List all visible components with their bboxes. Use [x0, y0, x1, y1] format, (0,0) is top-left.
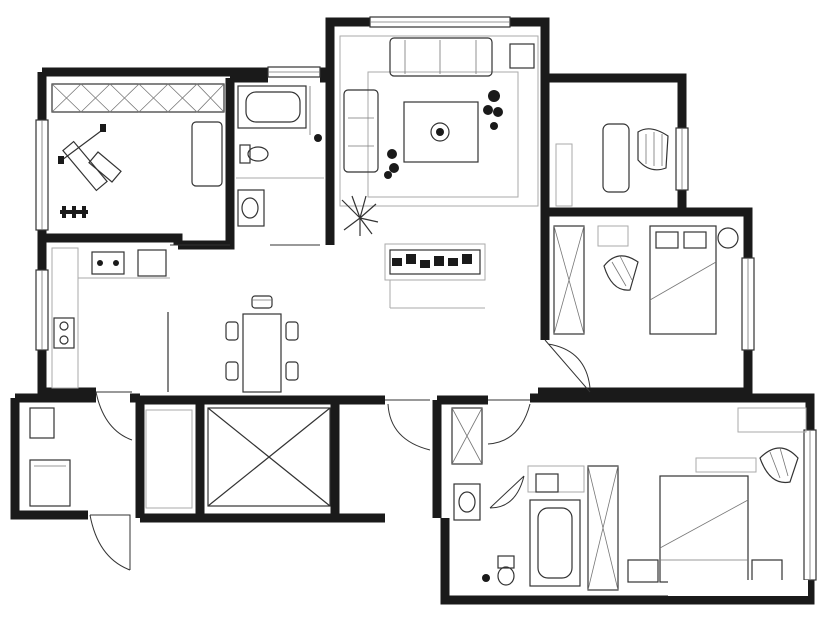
sink-icon [453, 483, 481, 521]
elevator-shaft [145, 407, 331, 509]
nightstand-icon [751, 559, 783, 583]
dryer-icon [29, 459, 71, 507]
living-room [339, 35, 539, 309]
sink-icon [237, 189, 265, 227]
sink-icon [53, 317, 75, 349]
gym-room [51, 83, 225, 218]
dining-table-icon [225, 295, 299, 393]
windows [35, 16, 817, 581]
bed-icon [649, 225, 717, 335]
chair-icon [637, 128, 669, 171]
dumbbell-icon [60, 206, 88, 218]
chair-icon [759, 447, 799, 484]
chair-icon [603, 255, 639, 291]
doors [89, 244, 591, 571]
bathroom-2 [451, 407, 619, 591]
nightstand-icon [627, 559, 659, 583]
washing-machine-icon [29, 407, 55, 439]
kitchen-dining [51, 247, 299, 393]
side-table-icon [509, 43, 535, 69]
mat-icon [191, 121, 223, 187]
bedroom-2 [553, 225, 739, 335]
bathtub-icon [529, 499, 581, 587]
bathroom-1 [236, 85, 324, 227]
study [555, 123, 669, 207]
barbell-bench-icon [58, 124, 122, 192]
bathtub-icon [237, 85, 307, 129]
bed-icon [659, 475, 749, 583]
master-bedroom [627, 407, 808, 596]
toilet-icon [239, 144, 269, 164]
plant-icon [384, 90, 503, 179]
toilet-icon [497, 555, 515, 586]
fridge-icon [137, 249, 167, 277]
lamp-icon [717, 227, 739, 249]
sofa-icon [343, 37, 493, 173]
laundry [29, 407, 71, 507]
desk-icon [602, 123, 630, 193]
walls [10, 17, 815, 605]
tv-cabinet-icon [384, 243, 486, 309]
coffee-table-icon [403, 101, 479, 163]
palm-plant-icon [341, 195, 379, 236]
stove-icon [91, 251, 125, 275]
